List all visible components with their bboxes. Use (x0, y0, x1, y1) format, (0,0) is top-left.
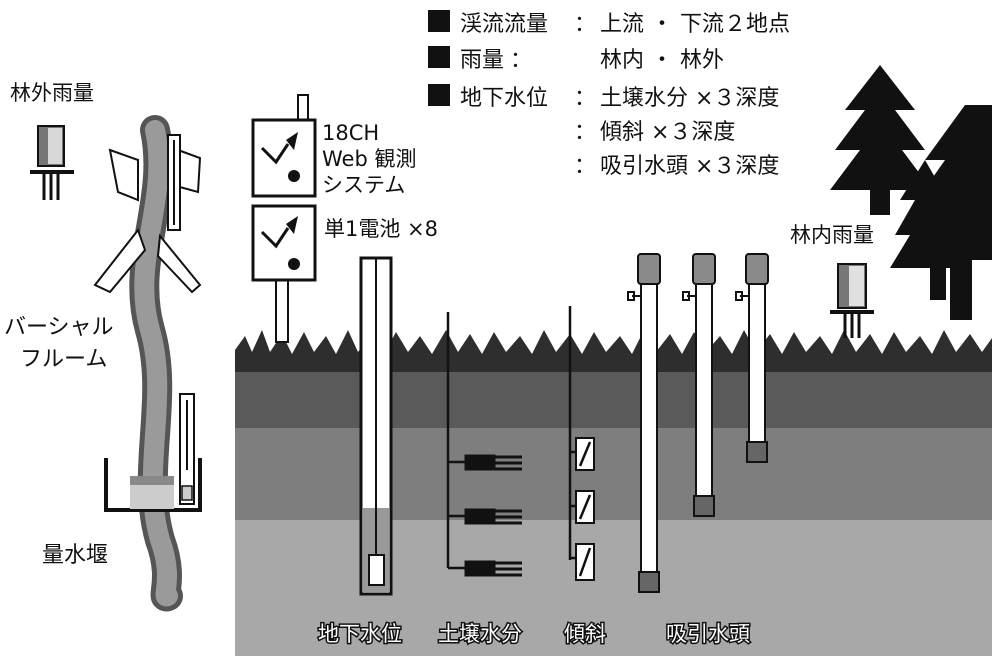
rain-inside-label: 林内雨量 (790, 223, 874, 247)
rain-outside-label: 林外雨量 (10, 81, 94, 105)
legend-label: 渓流流量 (460, 12, 548, 37)
legend-value: 土壌水分 ×３深度 (600, 86, 779, 111)
tensiometer-cap (637, 253, 661, 285)
soil-moisture-label: 土壌水分 (438, 622, 522, 646)
soil-profile (235, 330, 992, 656)
stream-channel (93, 115, 202, 612)
info-icon (288, 170, 300, 182)
legend-value: 林内 ・ 林外 (600, 48, 724, 73)
info-icon (288, 258, 300, 270)
system-label-line1: 18CH (322, 121, 379, 145)
tree-icon (830, 65, 992, 320)
bottom-labels: 地下水位 土壌水分 傾斜 吸引水頭 (317, 621, 752, 648)
logger-station (251, 94, 317, 343)
grass-surface (235, 330, 992, 372)
groundwater-label: 地下水位 (318, 622, 402, 646)
tensiometer-tip (693, 495, 715, 517)
system-label-line3: システム (322, 173, 405, 197)
flume-label-line1: バーシャル (4, 315, 114, 340)
soil-probe (464, 508, 496, 525)
tensiometer-tip (638, 571, 660, 593)
soil-probe (464, 454, 496, 471)
legend-value: 吸引水頭 ×３深度 (600, 154, 779, 179)
legend-label: 雨量 (460, 48, 504, 73)
flume-wing-icon (156, 233, 202, 294)
soil-probe (464, 560, 496, 577)
tilt-sensors (568, 306, 595, 581)
legend-sep: ： (574, 154, 596, 179)
tensiometer-tip (746, 441, 768, 463)
legend-sep: ： (510, 48, 532, 73)
soil-moisture-sensors (446, 312, 522, 577)
suction-label: 吸引水頭 (666, 622, 750, 646)
battery-label: 単1電池 ×8 (324, 217, 438, 241)
legend-label: 地下水位 (460, 86, 548, 111)
legend-bullet (428, 84, 450, 106)
legend-sep: ： (574, 120, 596, 145)
tensiometer-cap (745, 253, 769, 285)
legend-value: 傾斜 ×３深度 (600, 120, 735, 145)
weir-box (104, 458, 202, 512)
tilt-label: 傾斜 (564, 622, 606, 646)
soil-layer-middle (235, 428, 992, 520)
water-level-sensor (368, 554, 385, 586)
flume-wing-icon (93, 227, 147, 294)
weir-label: 量水堰 (42, 543, 108, 568)
legend: 渓流流量 ： 上流 ・ 下流２地点 雨量 ： 林内 ・ 林外 地下水位 ： 土壌… (428, 10, 790, 179)
system-label-line2: Web 観測 (322, 147, 416, 171)
tensiometers (627, 253, 769, 593)
rain-gauge-inside (830, 263, 874, 338)
groundwater-well (359, 256, 393, 596)
legend-value: 上流 ・ 下流２地点 (600, 12, 790, 37)
legend-bullet (428, 46, 450, 68)
legend-bullet (428, 10, 450, 32)
tensiometer-cap (692, 253, 716, 285)
battery-box (251, 204, 317, 282)
legend-sep: ： (574, 12, 596, 37)
logger-box (251, 118, 317, 198)
rain-gauge-outside (30, 125, 74, 200)
flume-wing-icon (108, 148, 139, 202)
flume-label-line2: フルーム (20, 347, 107, 372)
soil-layer-top (235, 370, 992, 428)
legend-sep: ： (574, 86, 596, 111)
